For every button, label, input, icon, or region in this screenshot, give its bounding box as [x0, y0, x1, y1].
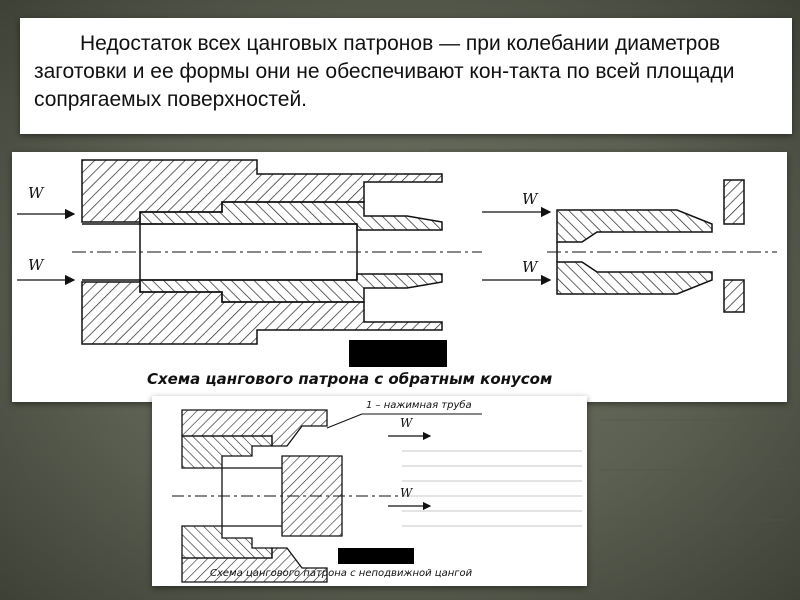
text-card: Недостаток всех цанговых патронов — при …: [20, 18, 792, 134]
force-label: W: [522, 258, 538, 276]
nut-upper: [723, 179, 745, 225]
reverse-cone-collet-drawing: [17, 159, 777, 345]
collet-upper: [181, 435, 273, 469]
scheme-caption: Схема цангового патрона с обратным конус…: [147, 370, 553, 388]
description-paragraph: Недостаток всех цанговых патронов — при …: [34, 32, 735, 111]
collet-lower: [181, 525, 273, 559]
redacted-label: [349, 340, 447, 367]
force-label: W: [28, 256, 44, 274]
callout-label: 1 – нажимная труба: [366, 400, 472, 411]
collet-detail-upper: [556, 209, 713, 243]
scheme-fixed-collet-card: 1 – нажимная труба W W Схема цангового п…: [152, 396, 587, 586]
redacted-label: [338, 548, 414, 564]
scheme-reverse-cone-card: W W W W Схема цангового патрона с обратн…: [12, 152, 787, 402]
force-label: W: [400, 486, 413, 500]
scheme-caption: Схема цангового патрона с неподвижной ца…: [210, 568, 473, 579]
force-label: W: [28, 184, 44, 202]
fixed-collet-drawing: [172, 409, 582, 583]
force-label: W: [400, 416, 413, 430]
body-lower-section: [181, 547, 328, 583]
nut-lower: [723, 279, 745, 313]
force-label: W: [522, 190, 538, 208]
callout-leader: [326, 413, 363, 429]
collet-detail-lower: [556, 261, 713, 295]
